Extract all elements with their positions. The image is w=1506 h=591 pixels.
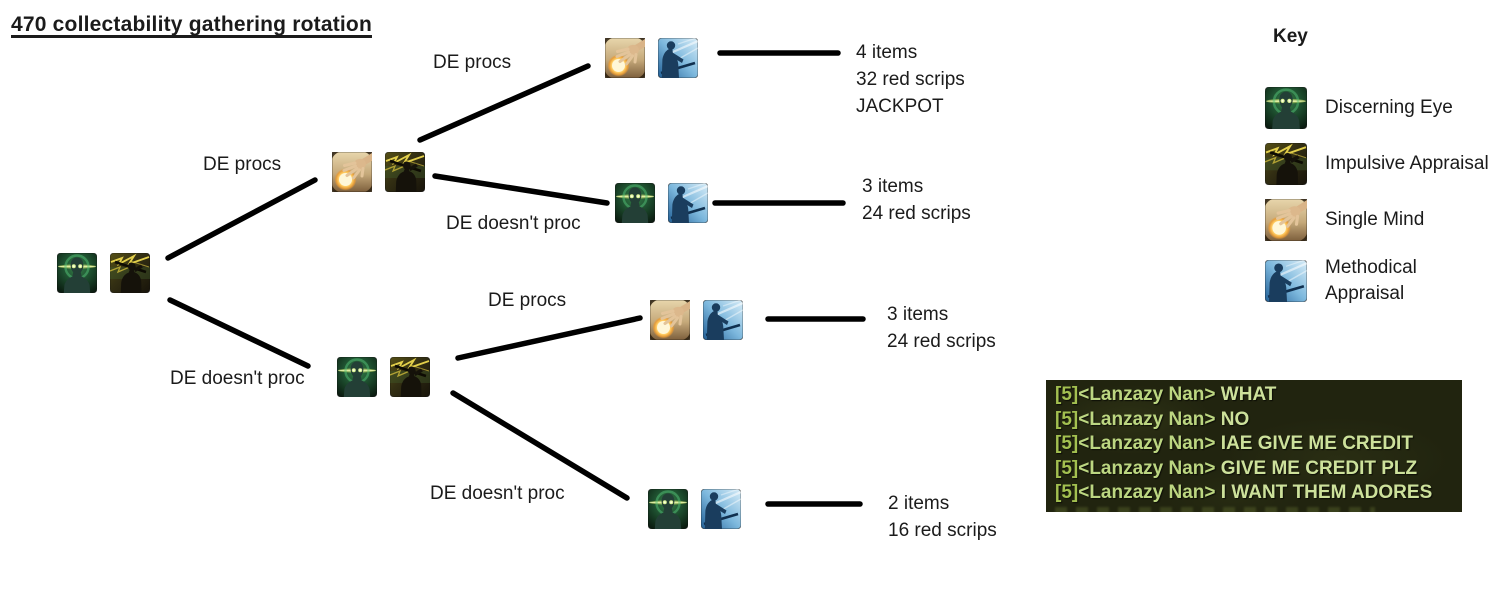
outcome-line: 3 items (887, 304, 949, 325)
tree-node-finish-jackpot (605, 38, 698, 78)
chat-line: [5]<Lanzazy Nan> GIVE ME CREDIT PLZ (1055, 457, 1462, 482)
discerning-eye-icon (57, 253, 97, 293)
chat-speaker-name: <Lanzazy Nan> (1078, 482, 1216, 504)
branch-label: DE procs (488, 290, 567, 311)
key-heading: Key (1273, 26, 1308, 47)
key-item: Discerning Eye (1265, 87, 1505, 129)
impulsive-appraisal-icon (1265, 143, 1307, 185)
tree-node-after-de-no-proc (337, 357, 430, 397)
branch-label: DE procs (203, 154, 282, 175)
methodical-appraisal-icon (668, 183, 708, 223)
chat-line: [5]<Lanzazy Nan> NO (1055, 408, 1462, 433)
outcome-line: 32 red scrips (856, 69, 965, 90)
chat-speaker-name: <Lanzazy Nan> (1078, 384, 1216, 405)
tree-edge (165, 177, 318, 261)
outcome: 3 items 24 red scrips (887, 301, 996, 355)
methodical-appraisal-icon (701, 489, 741, 529)
chat-speaker-name: <Lanzazy Nan> (1078, 457, 1216, 479)
tree-edge (167, 297, 311, 369)
chat-channel-tag: [5] (1055, 457, 1079, 479)
chat-line: [5]<Lanzazy Nan> WHAT (1055, 383, 1462, 408)
outcome-line: 24 red scrips (887, 331, 996, 352)
discerning-eye-icon (1265, 87, 1307, 129)
key-label-line: Discerning Eye (1325, 97, 1453, 118)
chat-message: IAE GIVE ME CREDIT (1215, 433, 1413, 455)
tree-edge (455, 315, 643, 361)
chat-line: [5]<Lanzazy Nan> IAE GIVE ME CREDIT (1055, 432, 1462, 457)
chat-channel-tag: [5] (1055, 482, 1079, 504)
methodical-appraisal-icon (658, 38, 698, 78)
branch-label: DE doesn't proc (446, 213, 581, 234)
key-label-line: Single Mind (1325, 209, 1425, 230)
key-item-label: Single Mind (1307, 207, 1424, 233)
outcome-line: JACKPOT (856, 96, 944, 117)
outcome-line: 4 items (856, 42, 918, 63)
discerning-eye-icon (615, 183, 655, 223)
branch-label: DE doesn't proc (170, 368, 305, 389)
branch-label: DE doesn't proc (430, 483, 565, 504)
key-label-line: Impulsive Appraisal (1325, 153, 1489, 174)
single-mind-icon (605, 38, 645, 78)
single-mind-icon (1265, 199, 1307, 241)
tree-edge (417, 63, 591, 143)
single-mind-icon (650, 300, 690, 340)
key-item-label: Impulsive Appraisal (1307, 151, 1489, 177)
tree-node-start (57, 253, 150, 293)
outcome-line: 3 items (862, 176, 924, 197)
tree-edge (432, 173, 610, 206)
chat-speaker-name: <Lanzazy Nan> (1078, 433, 1216, 455)
key-item: Impulsive Appraisal (1265, 143, 1505, 185)
impulsive-appraisal-icon (110, 253, 150, 293)
chat-channel-tag: [5] (1055, 433, 1079, 455)
discerning-eye-icon (648, 489, 688, 529)
branch-label: DE procs (433, 52, 512, 73)
chat-partial-line (1055, 506, 1375, 512)
tree-node-finish-3-items-b (650, 300, 743, 340)
chat-message: I WANT THEM ADORES (1215, 482, 1433, 504)
key-label-line: Methodical (1325, 257, 1417, 278)
outcome: 3 items 24 red scrips (862, 173, 971, 227)
tree-node-finish-3-items-a (615, 183, 708, 223)
key-item-label: Discerning Eye (1307, 95, 1453, 121)
chat-message: GIVE ME CREDIT PLZ (1215, 457, 1418, 479)
discerning-eye-icon (337, 357, 377, 397)
tree-node-finish-2-items (648, 489, 741, 529)
key-label-line: Appraisal (1325, 283, 1405, 304)
chat-channel-tag: [5] (1055, 408, 1079, 430)
chat-speaker-name: <Lanzazy Nan> (1078, 408, 1216, 430)
chat-log: [5]<Lanzazy Nan> WHAT[5]<Lanzazy Nan> NO… (1046, 380, 1462, 512)
outcome: 2 items 16 red scrips (888, 490, 997, 544)
chat-lines: [5]<Lanzazy Nan> WHAT[5]<Lanzazy Nan> NO… (1055, 383, 1462, 506)
chat-line: [5]<Lanzazy Nan> I WANT THEM ADORES (1055, 481, 1462, 506)
impulsive-appraisal-icon (385, 152, 425, 192)
page-title: 470 collectability gathering rotation (11, 13, 372, 36)
tree-edge (450, 390, 630, 501)
tree-node-after-de-proc (332, 152, 425, 192)
impulsive-appraisal-icon (390, 357, 430, 397)
single-mind-icon (332, 152, 372, 192)
outcome-line: 2 items (888, 493, 950, 514)
chat-channel-tag: [5] (1055, 384, 1079, 405)
outcome-line: 24 red scrips (862, 203, 971, 224)
outcome-line: 16 red scrips (888, 520, 997, 541)
key-item: Single Mind (1265, 199, 1505, 241)
methodical-appraisal-icon (1265, 260, 1307, 302)
chat-message: NO (1215, 408, 1250, 430)
chat-message: WHAT (1215, 384, 1277, 405)
methodical-appraisal-icon (703, 300, 743, 340)
